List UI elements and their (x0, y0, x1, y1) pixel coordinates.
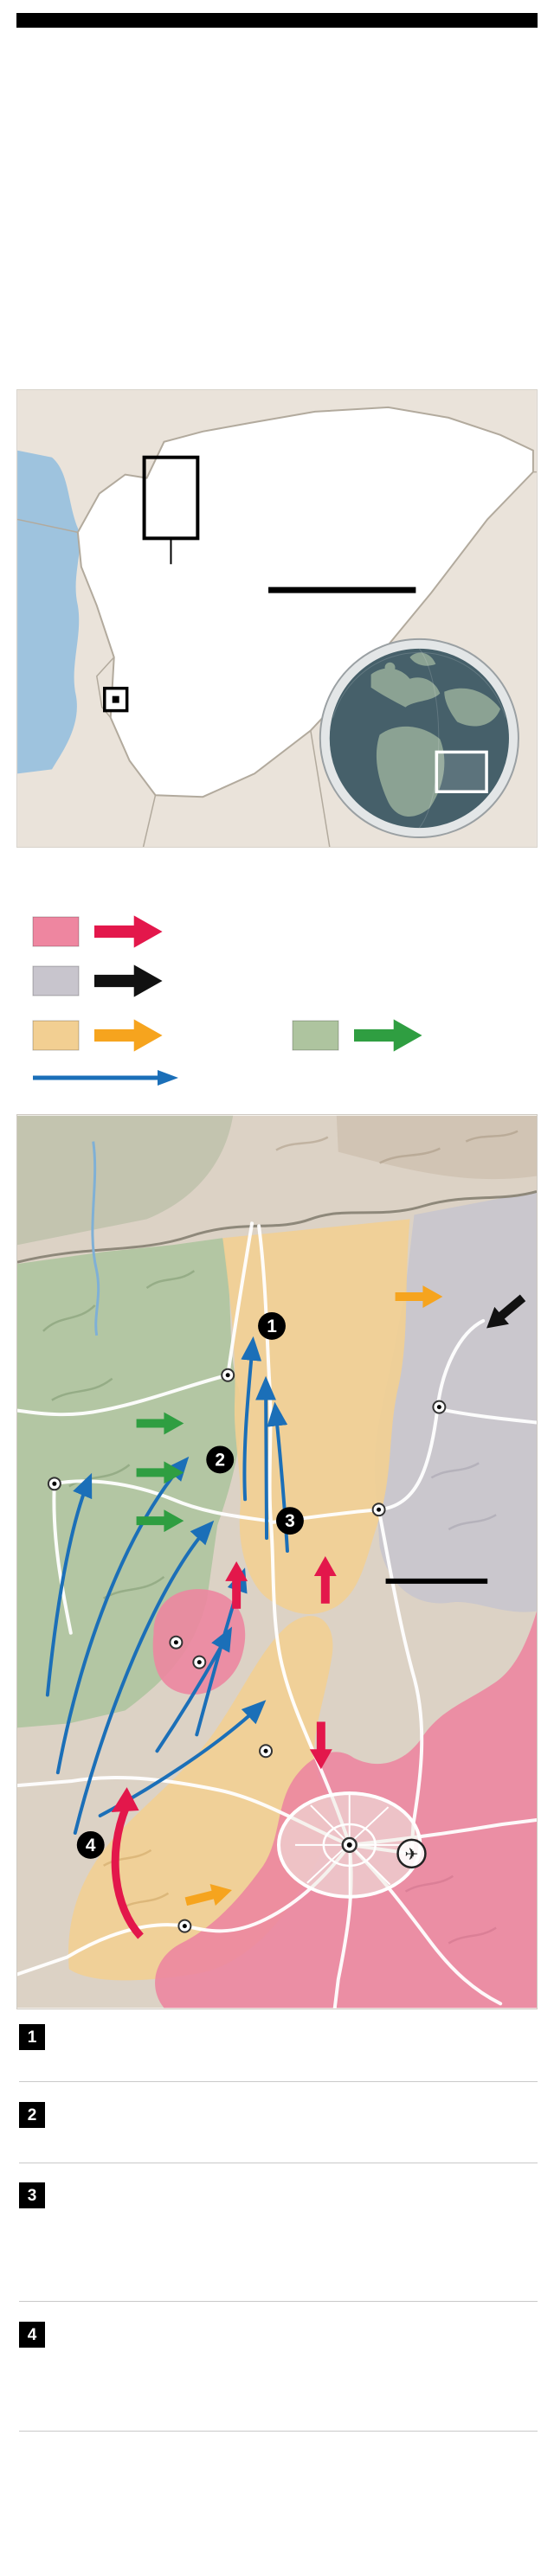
top-rule (16, 13, 538, 28)
city-marker (341, 1836, 358, 1854)
legend-arrow-green (354, 1019, 422, 1052)
footnote-divider (19, 2301, 538, 2302)
red-curved-arrow (111, 1787, 144, 1939)
svg-text:2: 2 (215, 1450, 225, 1470)
capital-marker (103, 686, 129, 713)
town-marker (192, 1655, 207, 1669)
town-marker (47, 1477, 61, 1491)
globe-landmasses (370, 652, 501, 817)
town-marker (177, 1919, 192, 1933)
badge-3: 3 (276, 1507, 304, 1535)
legend-swatch-green (292, 1020, 339, 1051)
town-markers (47, 1368, 447, 1933)
footnote-marker-4: 4 (19, 2322, 45, 2348)
footnote-marker-2: 2 (19, 2102, 45, 2128)
river (91, 1141, 100, 1336)
footnote-marker-3: 3 (19, 2182, 45, 2208)
mediterranean-sea (17, 450, 81, 774)
international-border (17, 1189, 537, 1264)
badge-4: 4 (76, 1830, 105, 1859)
footnote-divider (19, 2081, 538, 2082)
northeast-hills (336, 1115, 537, 1180)
svg-text:3: 3 (285, 1511, 295, 1531)
legend-swatch-orange (32, 1020, 80, 1051)
legend-arrow-black (94, 964, 163, 997)
blue-advance-arrows (45, 1336, 289, 1835)
legend (32, 915, 422, 1086)
legend-arrow-orange (94, 1019, 163, 1052)
zone-pink-pocket (152, 1589, 246, 1695)
globe-inset (319, 638, 519, 839)
locator-map (16, 389, 538, 848)
northern-mountains (17, 1115, 234, 1246)
legend-route-line (33, 1070, 178, 1086)
legend-swatch-pink (32, 916, 80, 947)
footnote-divider (19, 2431, 538, 2432)
footnote-marker-1: 1 (19, 2024, 45, 2050)
town-marker (432, 1400, 447, 1414)
airport-icon: ✈ (396, 1838, 427, 1869)
svg-text:✈: ✈ (405, 1846, 419, 1864)
town-marker (169, 1635, 184, 1650)
neighbor-borders (17, 471, 537, 847)
town-marker (221, 1368, 235, 1382)
badge-2: 2 (206, 1445, 235, 1474)
svg-text:4: 4 (86, 1836, 96, 1855)
badge-1: 1 (258, 1311, 286, 1340)
globe-highlight-box (435, 750, 488, 793)
country-outline (76, 406, 534, 798)
town-marker (371, 1503, 386, 1517)
svg-text:1: 1 (267, 1317, 277, 1336)
locator-map-svg (17, 390, 537, 847)
legend-arrow-red (94, 915, 163, 948)
legend-swatch-gray (32, 965, 80, 996)
detail-map-svg: ✈ (17, 1115, 537, 2009)
detail-map: ✈ (16, 1114, 538, 2009)
town-marker (259, 1744, 274, 1759)
